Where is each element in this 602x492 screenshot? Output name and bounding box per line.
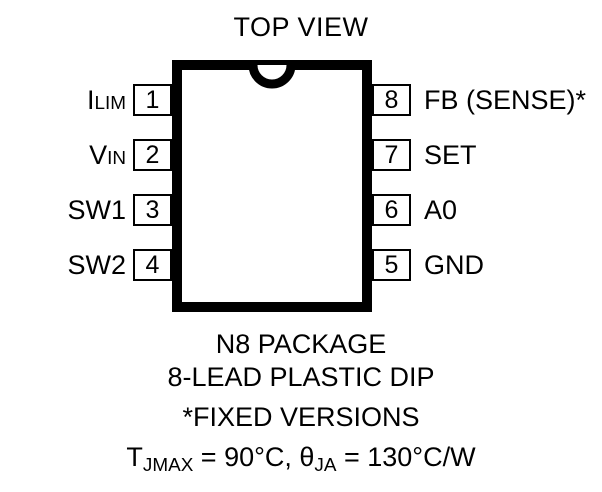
pin-label-6-name: A0	[424, 195, 458, 225]
thermal-tjmax-symbol: T	[126, 442, 143, 472]
pin-label-5-name: GND	[424, 250, 484, 280]
pin-label-2-sub: IN	[107, 148, 126, 170]
pin-label-1-name: I	[86, 85, 95, 115]
thermal-theta-sub: JA	[314, 454, 337, 476]
package-body-rect	[172, 60, 372, 312]
pin-number-1: 1	[133, 84, 172, 116]
pin-number-8: 8	[372, 84, 411, 116]
pin-number-4: 4	[133, 249, 172, 281]
pin-label-2-name: V	[89, 140, 108, 170]
thermal-tjmax-sub: JMAX	[142, 454, 194, 476]
pin-label-8-name: FB (SENSE)*	[424, 85, 587, 115]
pin-label-7-name: SET	[424, 140, 477, 170]
pin-label-7: SET	[424, 139, 477, 171]
pin-label-3-name: SW1	[67, 195, 126, 225]
caption-package-name: N8 PACKAGE	[215, 329, 387, 359]
pin-label-5: GND	[424, 249, 484, 281]
pin-label-8: FB (SENSE)*	[424, 84, 586, 116]
pin-number-5: 5	[372, 249, 411, 281]
pin-label-1-sub: LIM	[94, 93, 127, 115]
pin-number-3: 3	[133, 194, 172, 226]
pin-number-6: 6	[372, 194, 411, 226]
caption-package-type: 8-LEAD PLASTIC DIP	[167, 362, 435, 392]
pin-label-6: A0	[424, 194, 457, 226]
caption-thermal-spec: TJMAX = 90°C, θJA = 130°C/W	[0, 442, 602, 475]
orientation-notch-icon	[248, 64, 296, 89]
pin-label-4: SW2	[67, 249, 126, 281]
page-title: TOP VIEW	[233, 12, 369, 42]
pin-label-3: SW1	[67, 194, 126, 226]
thermal-theta-value: = 130°C/W	[336, 442, 476, 472]
pin-number-7: 7	[372, 139, 411, 171]
thermal-tjmax-value: = 90°C, θ	[193, 442, 315, 472]
pin-number-2: 2	[133, 139, 172, 171]
pin-label-4-name: SW2	[67, 250, 126, 280]
caption-footnote: *FIXED VERSIONS	[182, 402, 420, 432]
